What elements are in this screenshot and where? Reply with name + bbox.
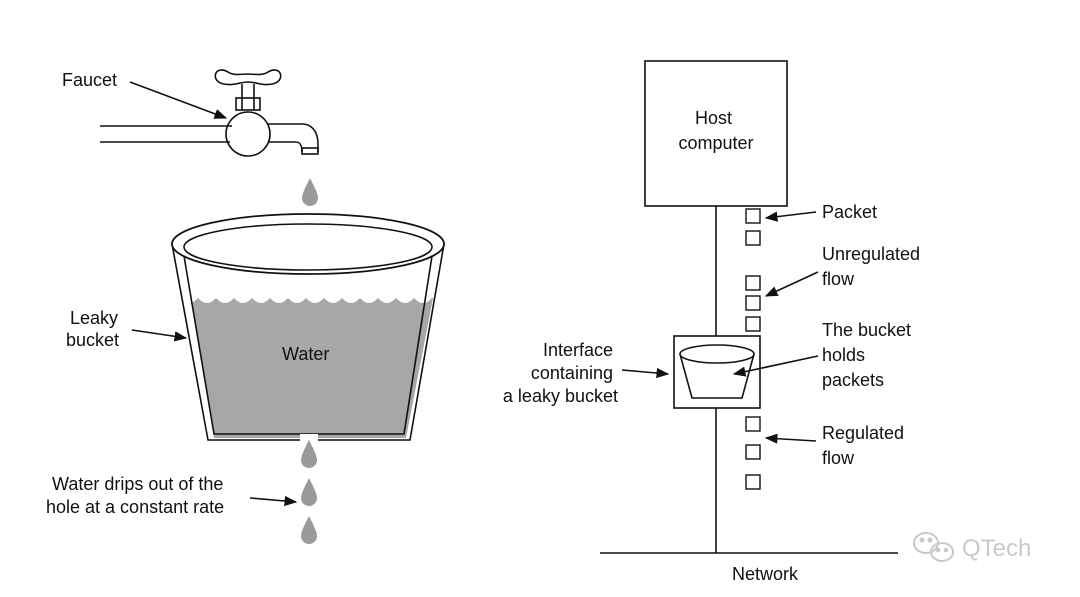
packets-regulated xyxy=(745,416,761,490)
host-label-line-2: computer xyxy=(678,133,753,153)
unregulated-label-group: Unregulated flow xyxy=(764,244,925,297)
unregulated-label-line-1: Unregulated xyxy=(822,244,920,264)
drip-label-group: Water drips out of the hole at a constan… xyxy=(46,474,298,517)
water-label: Water xyxy=(282,344,329,364)
wechat-icon xyxy=(913,532,954,562)
packet xyxy=(745,295,761,311)
drips xyxy=(301,440,317,544)
svg-text:Interface containing: Interface containing a leaky bucket xyxy=(503,340,618,406)
interface-label-line-2: containing xyxy=(531,363,613,383)
drip-label-line-2: hole at a constant rate xyxy=(46,497,224,517)
holds-label-line-2: holds xyxy=(822,345,865,365)
regulated-label-group: Regulated flow xyxy=(764,423,909,468)
interface-box xyxy=(673,335,761,409)
water-drop xyxy=(302,178,318,206)
holds-label-group: The bucket holds packets xyxy=(732,320,916,390)
regulated-label-line-2: flow xyxy=(822,448,855,468)
packet-label: Packet xyxy=(822,202,877,222)
svg-text:Host computer: Host computer xyxy=(678,108,753,153)
interface-label-line-3: a leaky bucket xyxy=(503,386,618,406)
packet xyxy=(745,474,761,490)
bucket-label-line-1: Leaky xyxy=(70,308,118,328)
svg-text:The bucket holds p: The bucket holds packets xyxy=(822,320,916,390)
bucket-label-line-2: bucket xyxy=(66,330,119,350)
interface-label-line-1: Interface xyxy=(543,340,613,360)
watermark: QTech xyxy=(913,532,1031,562)
packet xyxy=(745,444,761,460)
svg-text:Regulated flow: Regulated flow xyxy=(822,423,909,468)
regulated-label-line-1: Regulated xyxy=(822,423,904,443)
holds-label-line-3: packets xyxy=(822,370,884,390)
packet xyxy=(745,416,761,432)
network-label: Network xyxy=(732,564,799,584)
svg-text:Leaky bucket: Leaky bucket xyxy=(66,308,123,350)
unregulated-label-line-2: flow xyxy=(822,269,855,289)
svg-text:Water drips out of the h: Water drips out of the hole at a constan… xyxy=(46,474,228,517)
interface-label-group: Interface containing a leaky bucket xyxy=(503,340,670,406)
packet xyxy=(745,275,761,291)
packet xyxy=(745,316,761,332)
holds-label-line-1: The bucket xyxy=(822,320,911,340)
leaky-bucket xyxy=(171,213,445,441)
packets-unregulated xyxy=(745,208,761,332)
bucket-label-group: Leaky bucket xyxy=(66,308,188,350)
faucet xyxy=(100,69,319,157)
faucet-label: Faucet xyxy=(62,70,117,90)
host-label-line-1: Host xyxy=(695,108,732,128)
drip-label-line-1: Water drips out of the xyxy=(52,474,223,494)
packet xyxy=(745,230,761,246)
packet-label-group: Packet xyxy=(764,202,877,222)
host-computer: Host computer xyxy=(644,60,788,207)
packet xyxy=(745,208,761,224)
faucet-label-group: Faucet xyxy=(62,70,228,119)
svg-text:Unregulated flow: Unregulated flow xyxy=(822,244,925,289)
watermark-text: QTech xyxy=(962,535,1031,562)
water-fill xyxy=(186,298,440,438)
